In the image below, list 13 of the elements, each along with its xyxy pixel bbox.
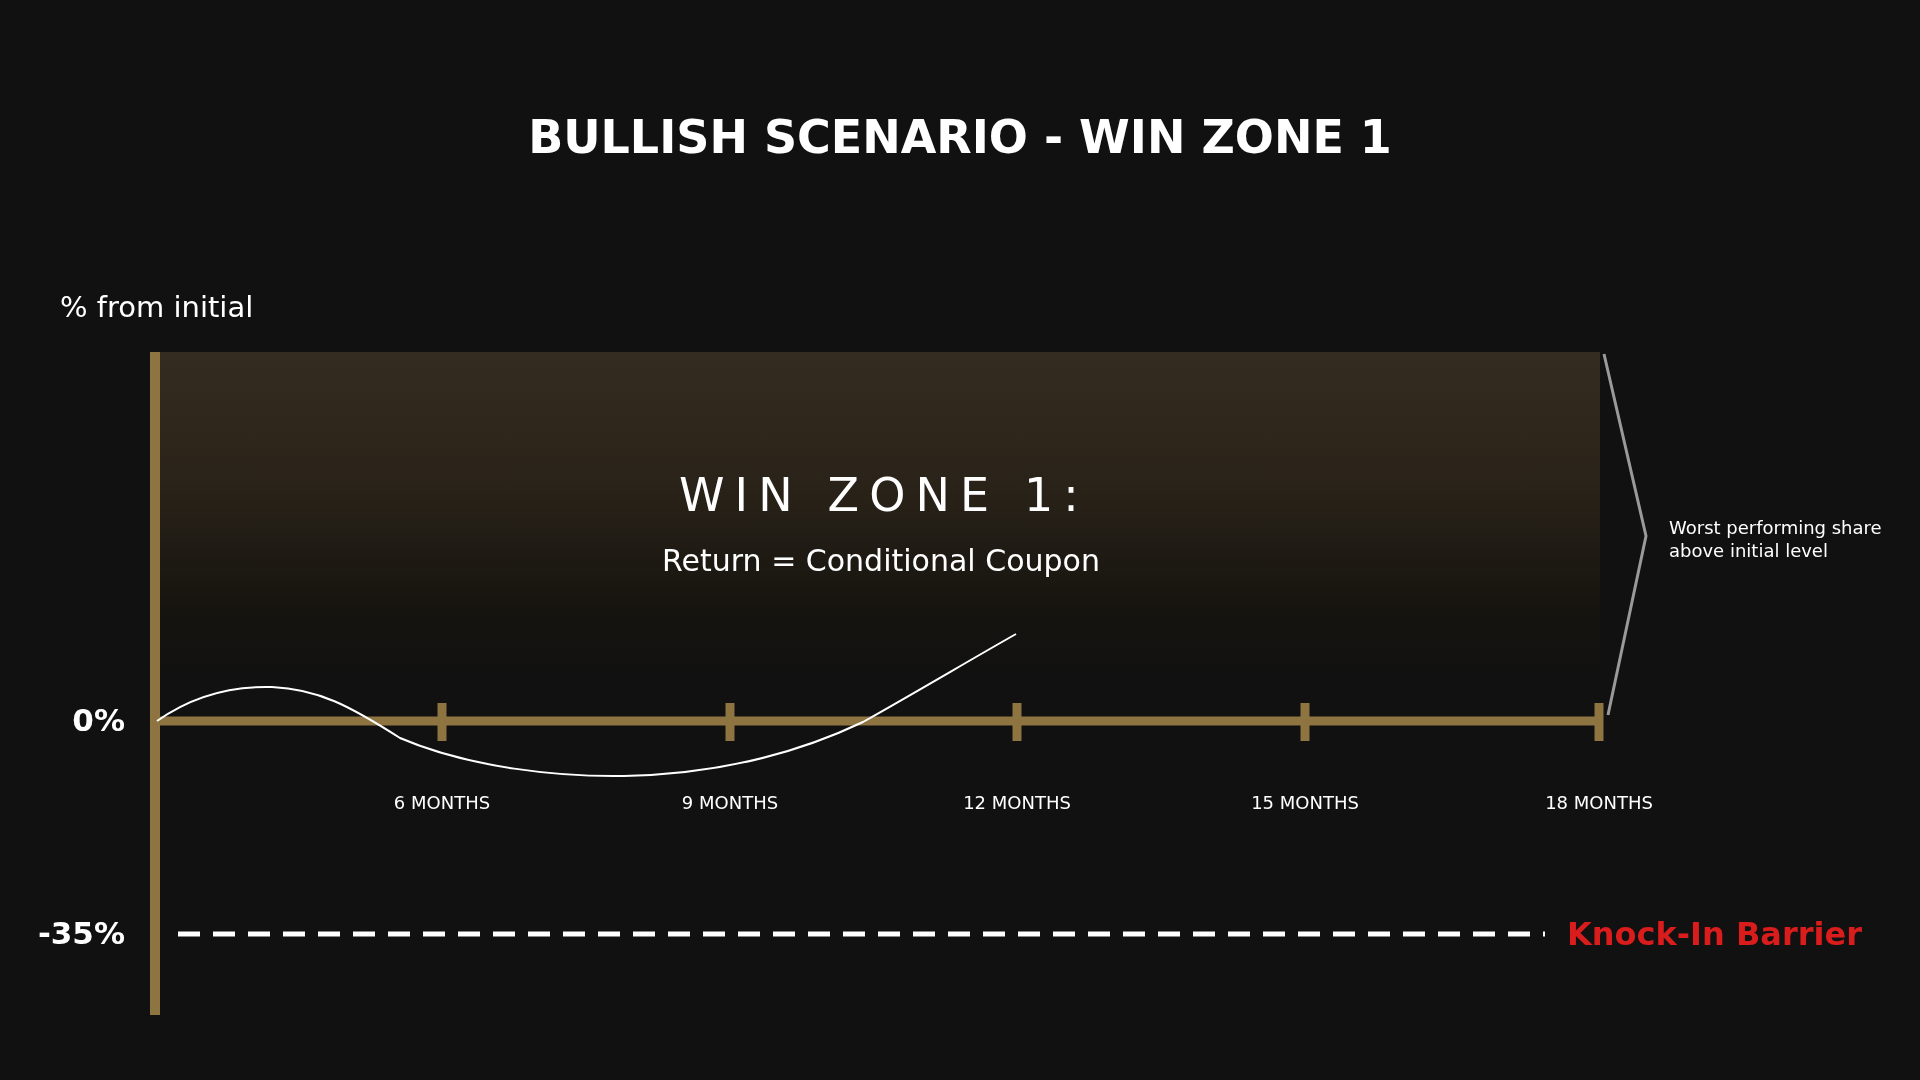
x-tick-label: 12 MONTHS <box>963 792 1071 814</box>
x-tick-label: 9 MONTHS <box>681 792 779 814</box>
diagram-title: BULLISH SCENARIO - WIN ZONE 1 <box>528 110 1392 164</box>
y-tick-label: -35% <box>37 916 125 952</box>
zone-heading: WIN ZONE 1: <box>679 468 1089 522</box>
axis-title: % from initial <box>60 291 254 325</box>
y-tick-label: 0% <box>72 703 125 739</box>
bracket-note: Worst performing share above initial level <box>1669 516 1883 562</box>
x-tick-label: 15 MONTHS <box>1251 792 1359 814</box>
x-tick-label: 18 MONTHS <box>1545 792 1653 814</box>
barrier-label: Knock-In Barrier <box>1567 915 1862 953</box>
x-tick-label: 6 MONTHS <box>393 792 491 814</box>
zone-text: Return = Conditional Coupon <box>662 543 1100 579</box>
